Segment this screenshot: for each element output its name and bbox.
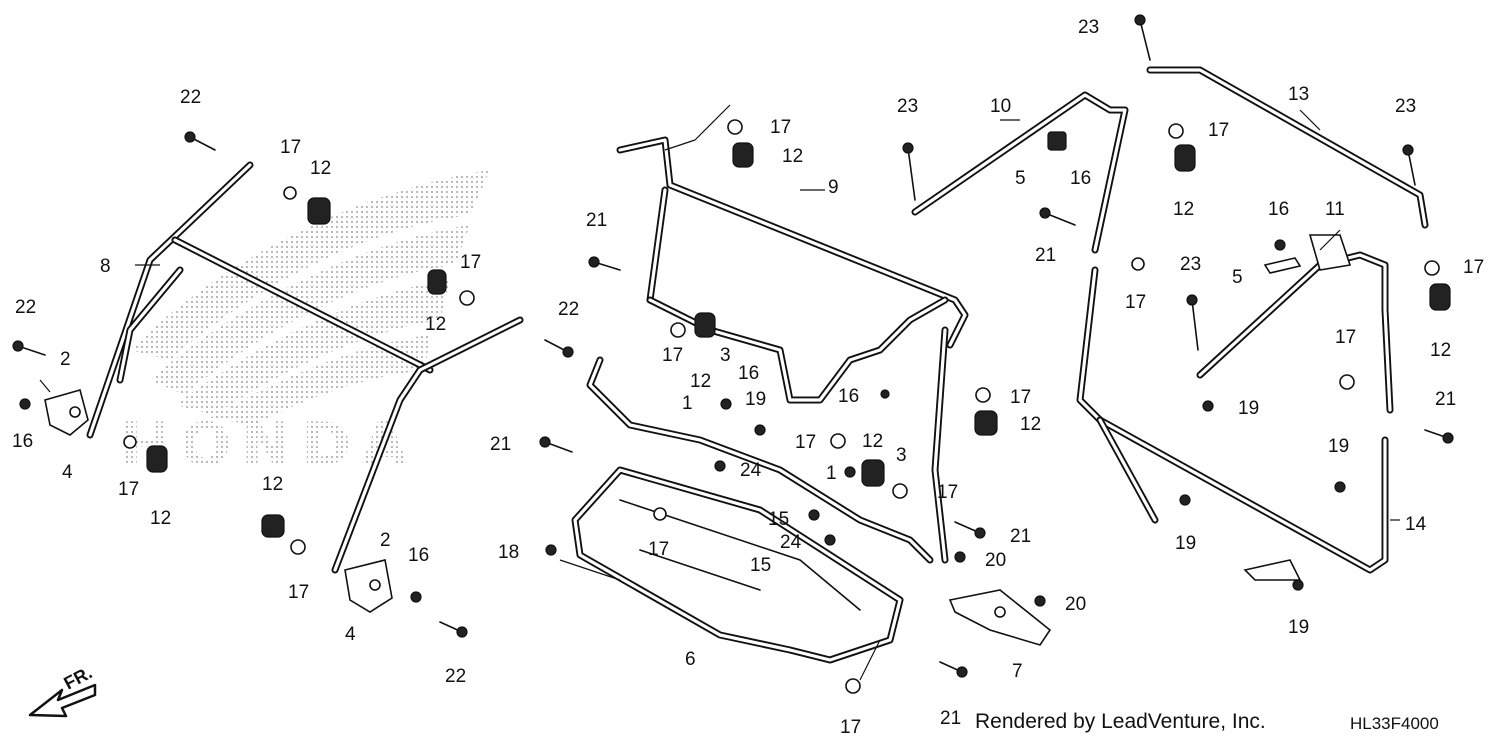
callout-12: 12 (690, 371, 711, 392)
hardware-right (902, 14, 1454, 591)
callout-23: 23 (897, 96, 918, 117)
part-8-front-roll-bar (86, 161, 524, 574)
callout-21: 21 (1435, 389, 1456, 410)
callout-12: 12 (1430, 340, 1451, 361)
part-10-rear-brace (911, 91, 1129, 254)
front-direction-arrow: FR. (28, 662, 97, 718)
callout-12: 12 (1173, 199, 1194, 220)
part-6-floor-frame (571, 466, 904, 664)
callout-labels: 22 17 12 8 22 2 16 4 17 12 12 17 22 12 1… (12, 17, 1484, 738)
callout-5: 5 (1232, 267, 1243, 288)
callout-16: 16 (408, 545, 429, 566)
honda-logotype: HONDA (120, 410, 418, 480)
callout-19: 19 (1288, 617, 1309, 638)
callout-24: 24 (780, 532, 802, 553)
callout-16: 16 (1070, 168, 1091, 189)
callout-9: 9 (828, 177, 839, 198)
callout-16: 16 (12, 431, 33, 452)
callout-19: 19 (1175, 533, 1196, 554)
callout-17: 17 (280, 137, 301, 158)
leader-lines (39, 104, 1400, 681)
hardware-left (12, 131, 574, 638)
callout-22: 22 (558, 299, 579, 320)
callout-1: 1 (826, 463, 837, 484)
callout-24: 24 (740, 460, 762, 481)
callout-23: 23 (1395, 96, 1416, 117)
callout-18: 18 (498, 542, 519, 563)
callout-16: 16 (1268, 199, 1289, 220)
callout-20: 20 (1065, 594, 1086, 615)
callout-1: 1 (682, 393, 693, 414)
callout-23: 23 (1078, 17, 1099, 38)
callout-12: 12 (310, 158, 331, 179)
callout-17: 17 (662, 345, 683, 366)
callout-17: 17 (1463, 257, 1484, 278)
part-2-bracket-right (344, 559, 393, 613)
callout-11: 11 (1325, 199, 1345, 220)
part-9-main-frame (586, 136, 969, 564)
callout-12: 12 (150, 508, 171, 529)
callout-17: 17 (288, 582, 309, 603)
callout-7: 7 (1012, 661, 1023, 682)
callout-16: 16 (838, 386, 859, 407)
callout-17: 17 (1010, 387, 1031, 408)
callout-17: 17 (795, 432, 816, 453)
callout-15: 15 (750, 555, 771, 576)
callout-15: 15 (768, 509, 789, 530)
callout-17: 17 (1335, 327, 1356, 348)
callout-17: 17 (770, 117, 791, 138)
callout-12: 12 (262, 474, 283, 495)
callout-22: 22 (445, 666, 466, 687)
callout-16: 16 (738, 363, 759, 384)
callout-21: 21 (940, 708, 961, 729)
callout-5: 5 (1015, 168, 1026, 189)
callout-4: 4 (345, 624, 356, 645)
callout-19: 19 (745, 389, 766, 410)
hardware-middle (539, 119, 1046, 694)
callout-21: 21 (1010, 526, 1031, 547)
callout-23: 23 (1180, 254, 1201, 275)
callout-21: 21 (586, 210, 607, 231)
callout-10: 10 (990, 96, 1011, 117)
part-2-bracket-left (44, 389, 89, 436)
callout-21: 21 (1035, 245, 1056, 266)
callout-17: 17 (937, 482, 958, 503)
callout-12: 12 (782, 146, 803, 167)
callout-12: 12 (425, 314, 446, 335)
rendered-by-credit: Rendered by LeadVenture, Inc. (975, 710, 1266, 733)
callout-13: 13 (1288, 84, 1309, 105)
diagram-code: HL33F4000 (1350, 714, 1439, 733)
callout-19: 19 (1328, 436, 1349, 457)
callout-17: 17 (840, 717, 861, 738)
part-11-side-brace (1196, 234, 1394, 414)
callout-2: 2 (60, 349, 71, 370)
callout-22: 22 (15, 297, 36, 318)
part-13-upper-rail (1146, 66, 1429, 229)
callout-17: 17 (460, 252, 481, 273)
callout-17: 17 (118, 479, 139, 500)
callout-4: 4 (62, 462, 73, 483)
callout-8: 8 (100, 256, 111, 277)
callout-3: 3 (720, 345, 731, 366)
callout-19: 19 (1238, 398, 1259, 419)
callout-3: 3 (896, 445, 907, 466)
callout-20: 20 (985, 550, 1006, 571)
callout-22: 22 (180, 87, 201, 108)
callout-12: 12 (1020, 414, 1041, 435)
callout-17: 17 (648, 539, 669, 560)
part-14-rear-frame (1076, 266, 1389, 581)
part-7-bracket (948, 589, 1052, 646)
callout-6: 6 (685, 649, 696, 670)
callout-17: 17 (1208, 120, 1229, 141)
callout-21: 21 (490, 434, 511, 455)
callout-14: 14 (1405, 514, 1427, 535)
callout-17: 17 (1125, 292, 1146, 313)
callout-12: 12 (862, 431, 883, 452)
callout-2: 2 (380, 530, 391, 551)
